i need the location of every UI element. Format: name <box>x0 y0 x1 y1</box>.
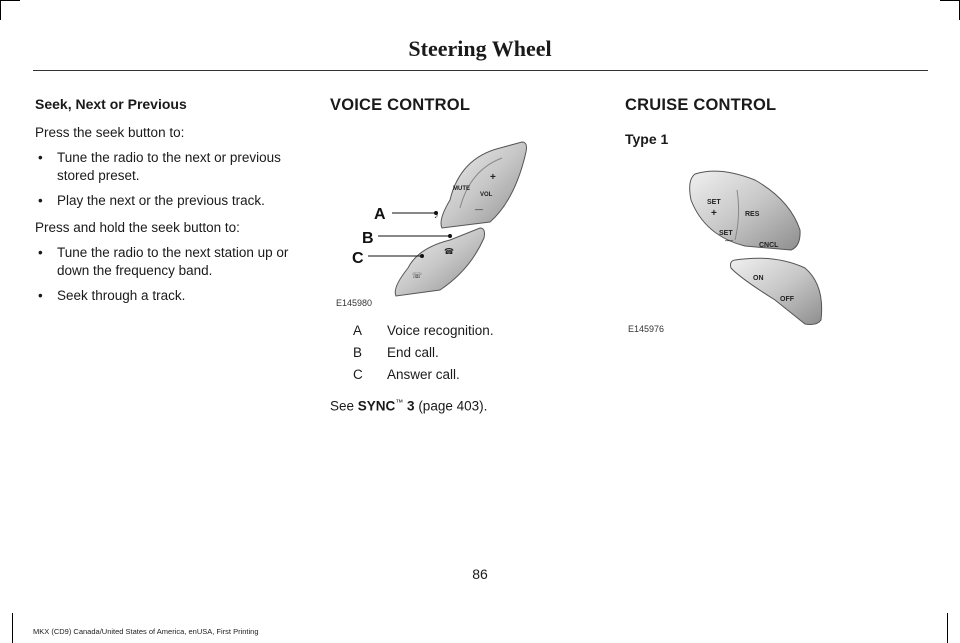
seek-intro-press: Press the seek button to: <box>35 125 185 140</box>
seek-intro-hold: Press and hold the seek button to: <box>35 220 240 235</box>
vol-minus-label: — <box>475 205 483 214</box>
see-suffix: (page 403). <box>414 398 488 414</box>
end-call-icon: ☎ <box>444 247 454 256</box>
set-minus-label: SET <box>719 230 733 237</box>
voice-control-section: VOICE CONTROL <box>330 96 595 131</box>
callout-a: A <box>374 206 386 223</box>
seek-hold-list: Tune the radio to the next station up or… <box>35 244 300 305</box>
sync-version: 3 <box>403 398 415 414</box>
callout-c: C <box>352 250 364 267</box>
crop-mark-top-right-h <box>940 0 960 1</box>
steering-switch-cruise-illustration: SET + SET — RES CNCL ON OFF <box>689 170 823 325</box>
cruise-control-figure: SET + SET — RES CNCL ON OFF <box>625 160 925 335</box>
answer-call-icon: ☏ <box>412 271 422 280</box>
cncl-label: CNCL <box>759 242 779 249</box>
crop-mark-bottom-left <box>12 613 13 643</box>
sync-reference: See SYNC™ 3 (page 403). <box>330 398 487 414</box>
page-number: 86 <box>472 566 488 582</box>
callout-b: B <box>362 230 374 247</box>
list-item: Play the next or the previous track. <box>35 192 300 210</box>
voice-control-title: VOICE CONTROL <box>330 96 471 114</box>
legend-text: Answer call. <box>387 367 460 382</box>
cruise-type-label: Type 1 <box>625 131 669 147</box>
plus-label: + <box>711 208 717 219</box>
cruise-figure-code: E145976 <box>628 324 665 334</box>
legend-text: End call. <box>387 345 439 360</box>
off-label: OFF <box>780 296 795 303</box>
on-label: ON <box>753 275 764 282</box>
vol-label: VOL <box>480 192 493 198</box>
seek-section: Seek, Next or Previous Press the seek bu… <box>35 96 300 314</box>
voice-figure-code: E145980 <box>336 298 373 308</box>
crop-mark-top-left-v <box>0 0 1 20</box>
legend-key: B <box>353 345 363 360</box>
footer-text: MKX (CD9) Canada/United States of Americ… <box>33 627 259 636</box>
list-item: Tune the radio to the next station up or… <box>35 244 300 280</box>
vol-plus-label: + <box>490 172 496 183</box>
legend-text: Voice recognition. <box>387 323 494 338</box>
cruise-control-title: CRUISE CONTROL <box>625 96 777 114</box>
page-title: Steering Wheel <box>408 36 552 61</box>
steering-switch-voice-illustration: MUTE VOL + — ♪ ☎ ☏ A B C <box>352 141 527 297</box>
legend-row: B End call. <box>353 344 494 362</box>
voice-control-figure: MUTE VOL + — ♪ ☎ ☏ A B C <box>330 130 595 310</box>
seek-heading: Seek, Next or Previous <box>35 96 187 112</box>
mute-label: MUTE <box>453 186 470 192</box>
minus-label: — <box>725 236 733 245</box>
legend-row: A Voice recognition. <box>353 322 494 340</box>
list-item: Tune the radio to the next or previous s… <box>35 149 300 185</box>
seek-press-list: Tune the radio to the next or previous s… <box>35 149 300 210</box>
list-item: Seek through a track. <box>35 287 300 305</box>
legend-key: A <box>353 323 363 338</box>
trademark-symbol: ™ <box>395 398 404 407</box>
res-label: RES <box>745 211 760 218</box>
header-rule <box>33 70 928 71</box>
voice-legend: A Voice recognition. B End call. C Answe… <box>353 322 494 388</box>
voice-recognition-icon: ♪ <box>434 210 439 220</box>
cruise-control-section: CRUISE CONTROL Type 1 <box>625 96 925 147</box>
see-prefix: See <box>330 398 358 414</box>
legend-row: C Answer call. <box>353 366 494 384</box>
legend-key: C <box>353 367 363 382</box>
sync-link[interactable]: SYNC <box>357 398 396 414</box>
set-plus-label: SET <box>707 199 721 206</box>
crop-mark-bottom-right <box>947 613 948 643</box>
crop-mark-top-left-h <box>0 0 20 1</box>
